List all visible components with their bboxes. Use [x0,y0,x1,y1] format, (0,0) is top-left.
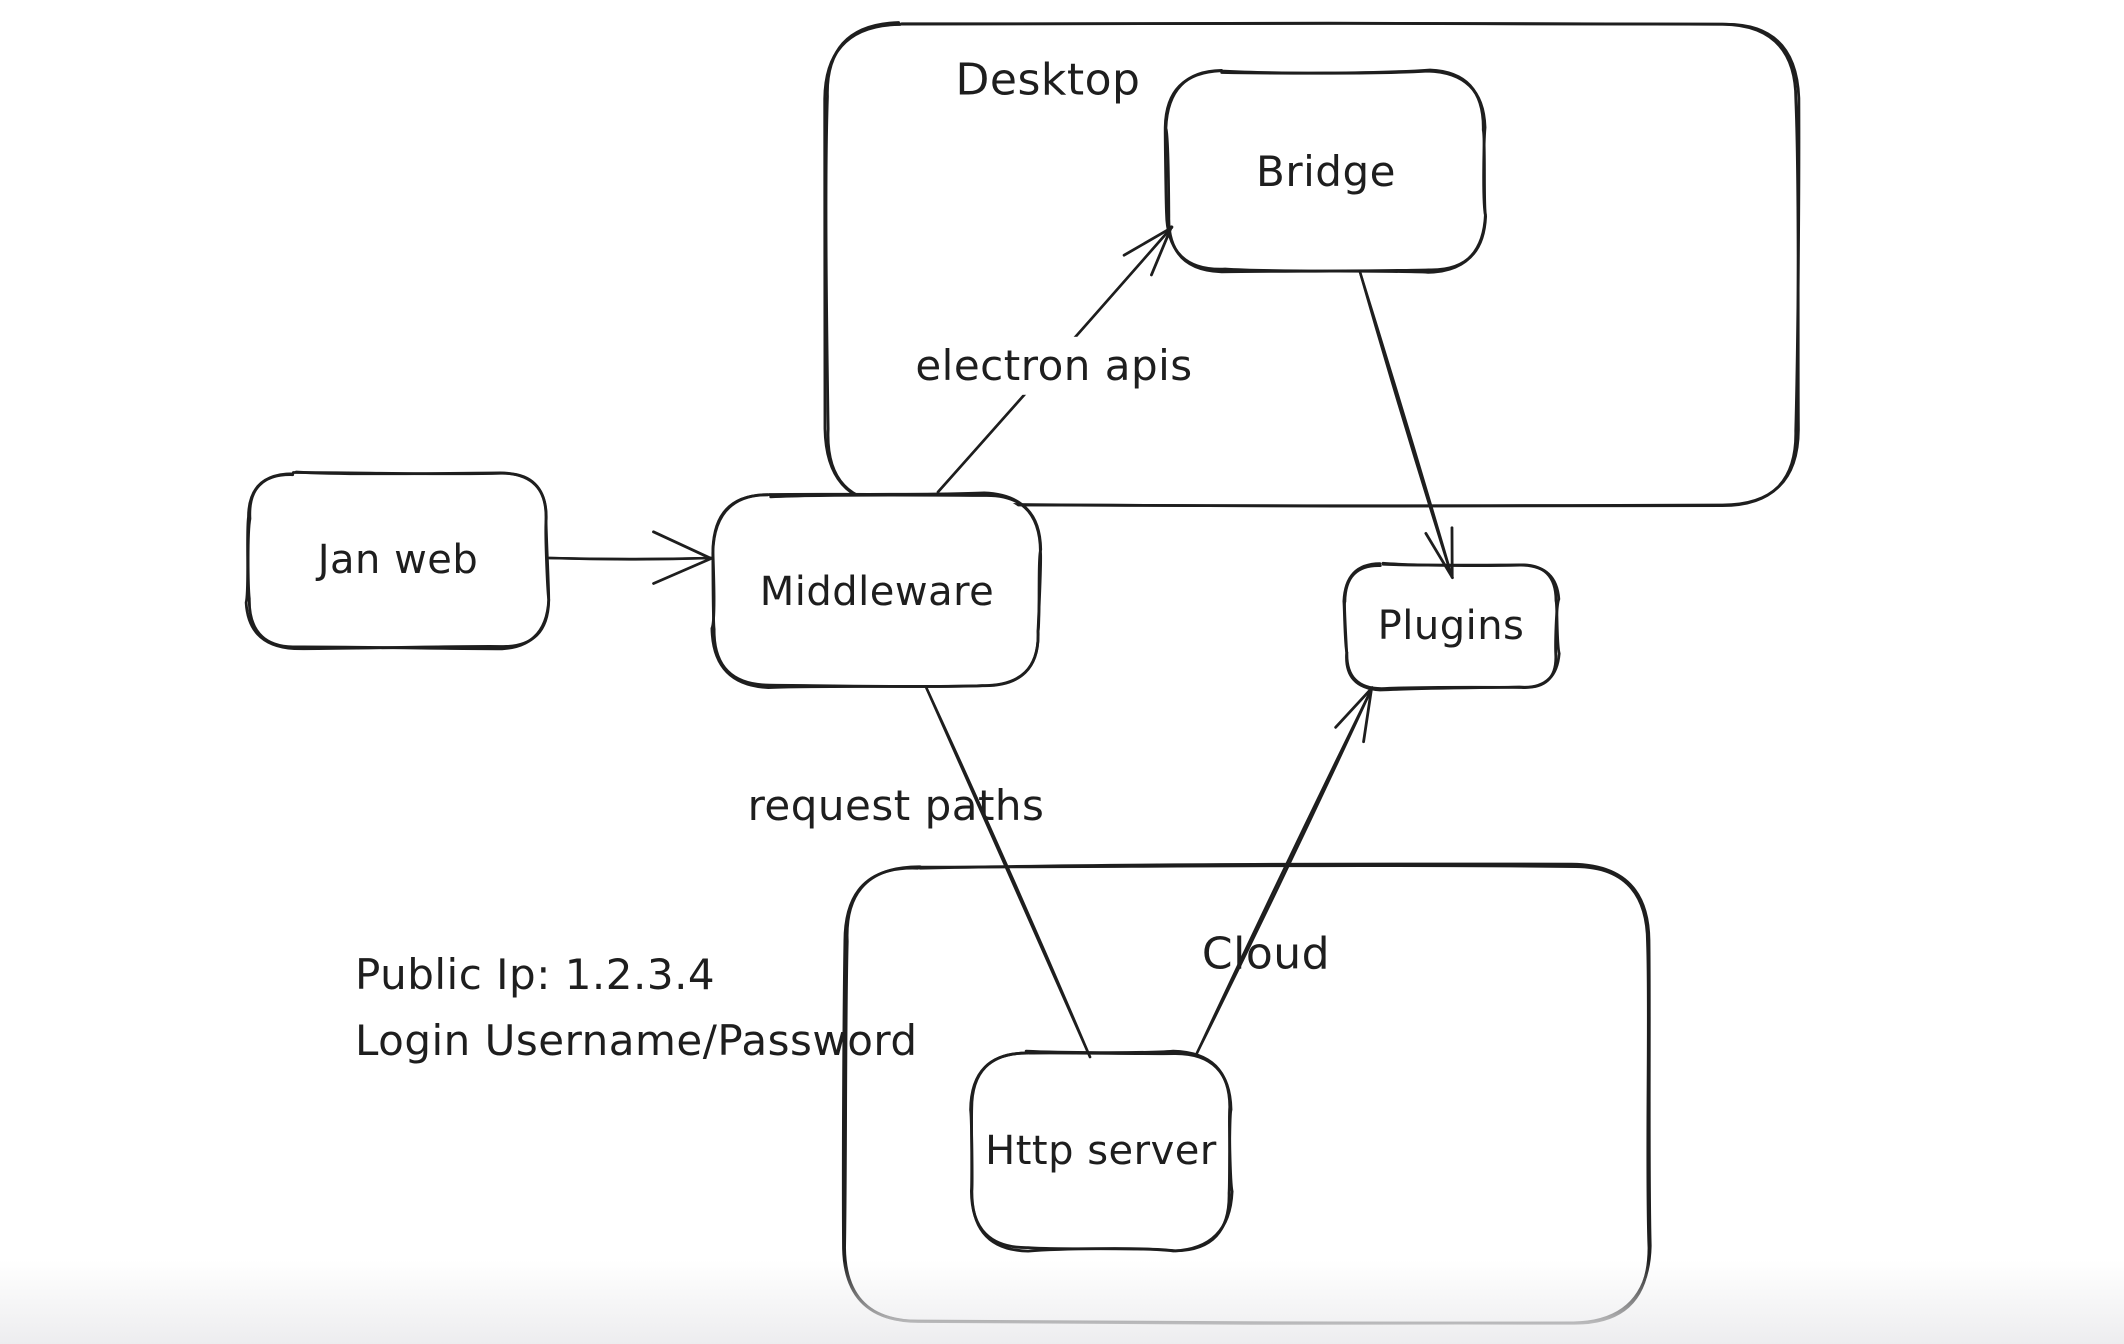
electron-apis-edge-label[interactable]: electron apis [901,336,1207,396]
http-server-to-plugins-edge[interactable] [1195,686,1374,1055]
desktop-container-shape[interactable] [823,21,1801,508]
nodes-layer [244,68,1561,1253]
bridge-node-label[interactable]: Bridge [1256,146,1396,196]
desktop-container-label[interactable]: Desktop [955,54,1141,106]
http-server-node-shape[interactable] [969,1049,1234,1253]
cloud-container-label[interactable]: Cloud [1201,928,1331,980]
request-paths-edge-label[interactable]: request paths [747,780,1045,830]
jan-web-node-shape[interactable] [244,470,551,651]
jan-web-node-label[interactable]: Jan web [317,537,479,583]
edges-layer [547,225,1454,1059]
login-line[interactable]: Login Username/Password [355,1016,918,1065]
jan-web-to-middleware-edge[interactable] [547,530,713,585]
bridge-node-shape[interactable] [1163,68,1488,274]
plugins-node-shape[interactable] [1342,561,1561,692]
plugins-node-label[interactable]: Plugins [1377,603,1525,649]
http-server-node-label[interactable]: Http server [985,1128,1217,1174]
middleware-node-label[interactable]: Middleware [759,569,995,615]
middleware-node-shape[interactable] [710,491,1043,689]
middleware-to-http-server-edge[interactable] [924,685,1092,1059]
bridge-to-plugins-edge[interactable] [1358,270,1454,580]
public-ip-line[interactable]: Public Ip: 1.2.3.4 [355,950,716,999]
public-ip-annotation[interactable]: Public Ip: 1.2.3.4 Login Username/Passwo… [355,942,918,1074]
